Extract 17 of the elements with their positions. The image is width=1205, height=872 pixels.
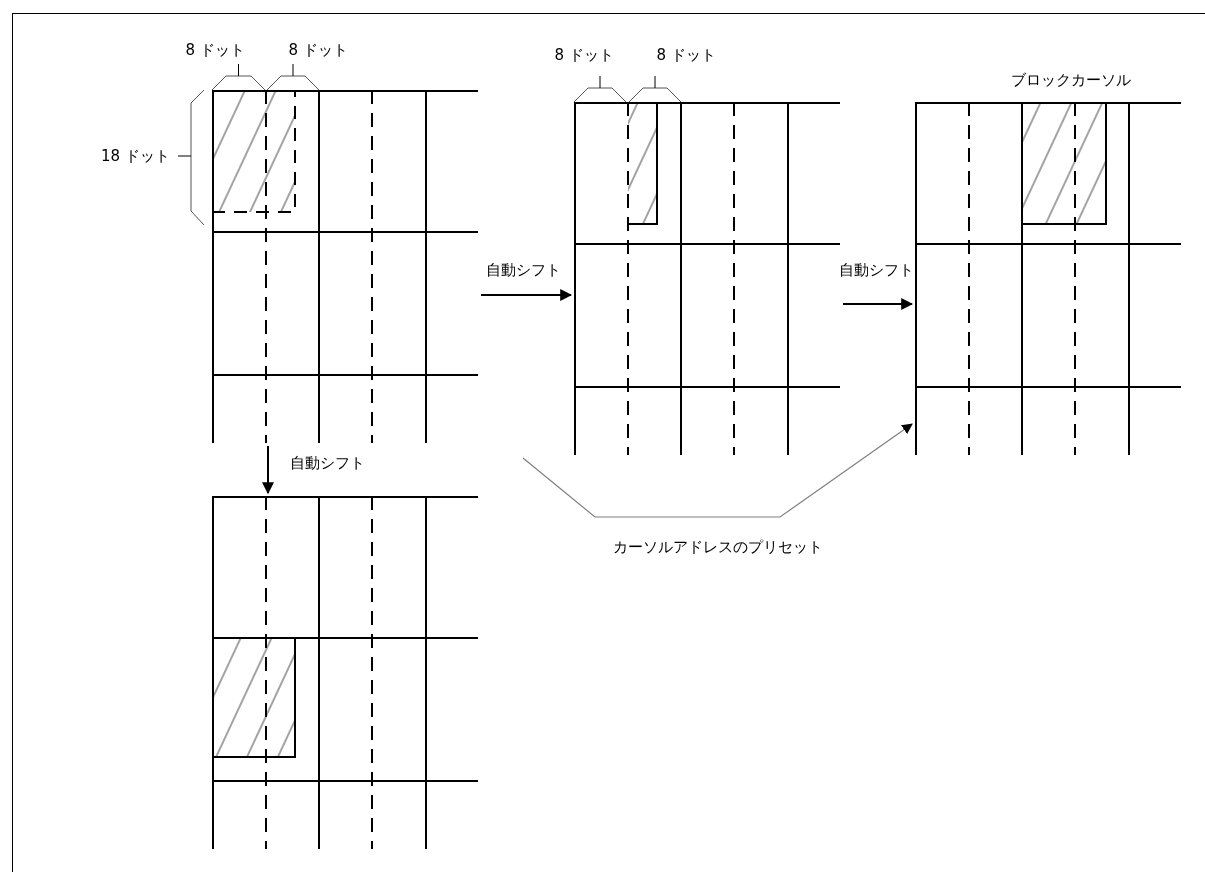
dimension-label: 8 ドット xyxy=(288,41,348,59)
grid-drawing xyxy=(574,102,840,455)
grid-drawing xyxy=(212,496,478,849)
edge-label: 自動シフト xyxy=(838,261,914,279)
edge-label: カーソルアドレスのプリセット xyxy=(613,538,823,556)
dimension-label: 8 ドット xyxy=(656,46,716,64)
arrow xyxy=(480,289,573,301)
arrow xyxy=(842,298,914,310)
edge-label: 自動シフト xyxy=(290,454,365,472)
dimension-label: 8 ドット xyxy=(554,46,614,64)
edge-label: 自動シフト xyxy=(486,261,561,279)
grid-drawing xyxy=(212,90,478,443)
arrow xyxy=(522,423,913,518)
arrow xyxy=(262,445,274,495)
dimension-label: 8 ドット xyxy=(185,41,245,59)
grid-drawing xyxy=(915,102,1181,455)
dimension-label: 18 ドット xyxy=(101,147,170,165)
